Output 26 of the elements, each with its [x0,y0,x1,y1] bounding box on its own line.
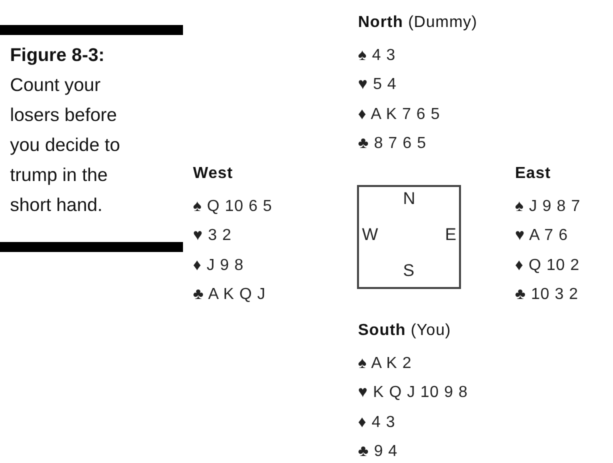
hand-heading: East [515,165,551,183]
card-holding: ♠ 4 3 [358,46,396,64]
card-holding: ♦ A K 7 6 5 [358,106,440,124]
compass-letter: N [403,189,416,209]
card-holding: ♥ 5 4 [358,76,397,94]
card-holding: ♥ 3 2 [193,227,232,245]
card-holding: ♠ J 9 8 7 [515,198,580,216]
card-holding: ♦ Q 10 2 [515,256,580,274]
figure-caption: Figure 8-3: Count your losers before you decide to trump in the short hand. [10,43,122,217]
hand-heading: South (You) [358,322,451,340]
compass-box [357,185,461,289]
card-holding: ♠ A K 2 [358,354,412,372]
card-holding: ♦ J 9 8 [193,256,244,274]
card-holding: ♦ 4 3 [358,414,396,432]
hand-heading: West [193,165,233,183]
card-holding: ♥ K Q J 10 9 8 [358,384,468,402]
compass-letter: W [362,225,378,245]
card-holding: ♥ A 7 6 [515,227,568,245]
card-holding: ♠ Q 10 6 5 [193,198,272,216]
card-holding: ♣ 9 4 [358,443,398,461]
compass-letter: E [445,225,456,245]
card-holding: ♣ A K Q J [193,286,266,304]
hand-heading: North (Dummy) [358,14,478,32]
card-holding: ♣ 8 7 6 5 [358,135,426,153]
compass-letter: S [403,261,414,281]
card-holding: ♣ 10 3 2 [515,286,578,304]
